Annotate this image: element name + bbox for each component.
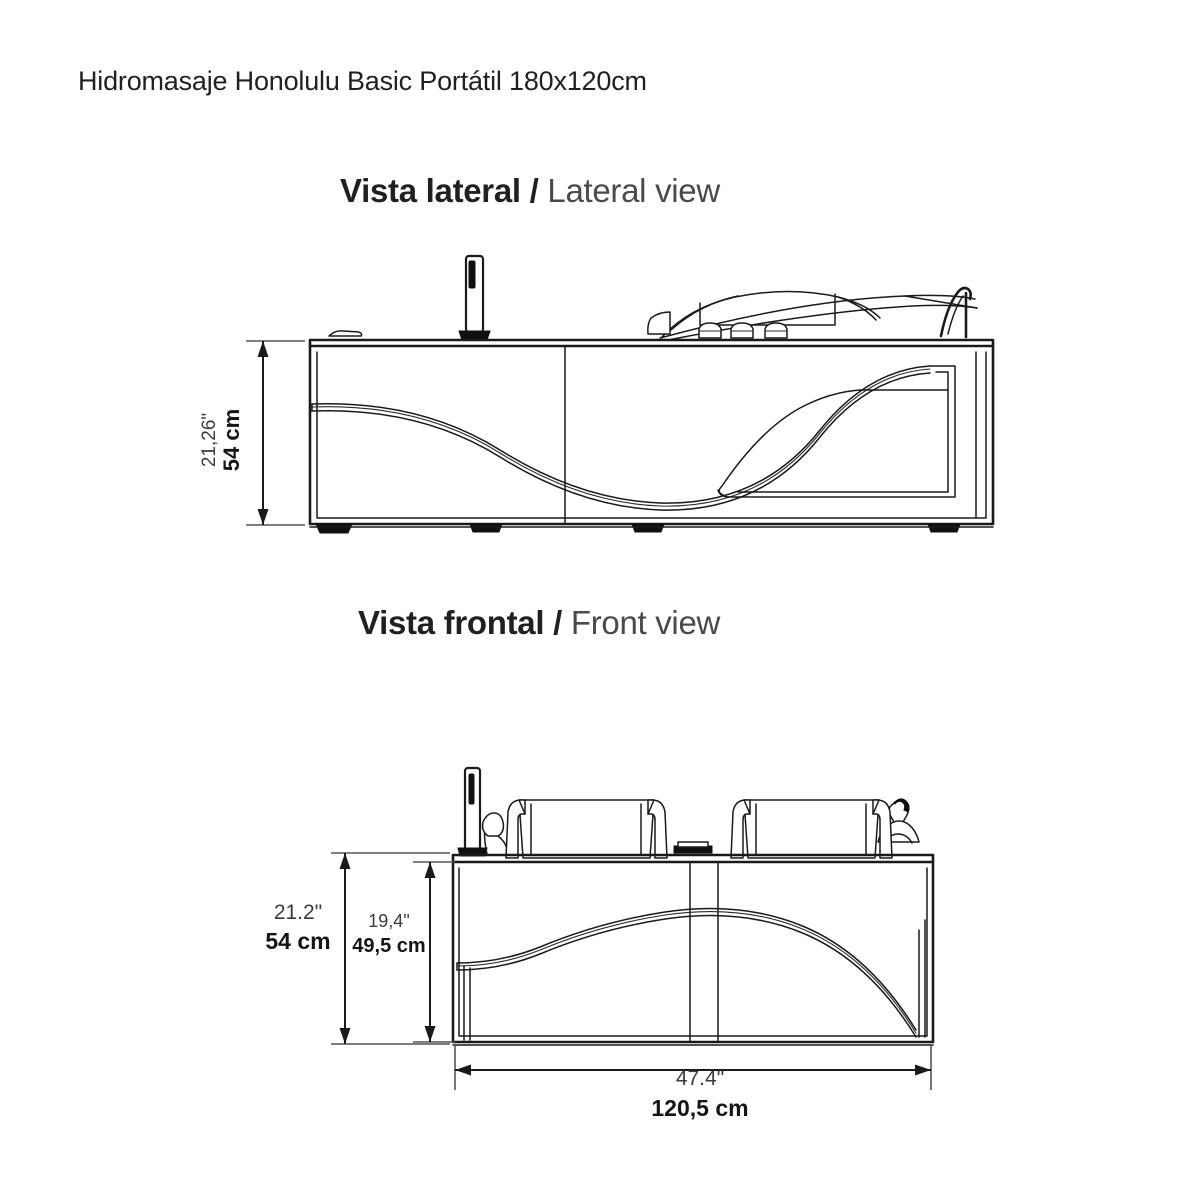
front-inner-height-cm: 49,5 cm — [352, 934, 426, 957]
front-inner-height-inch: 19,4" — [368, 911, 410, 931]
front-overall-height-inch: 21.2" — [273, 901, 323, 924]
front-overall-width-cm: 120,5 cm — [651, 1095, 749, 1122]
front-view-drawing — [331, 766, 935, 1090]
lateral-height-dimension-label: 21,26" 54 cm — [199, 380, 244, 500]
frontal-heading-en: Front view — [570, 604, 721, 641]
drain-plate-icon — [673, 841, 713, 854]
lateral-height-dimension — [246, 340, 305, 526]
lateral-view-heading: Vista lateral / Lateral view — [340, 172, 720, 210]
front-overall-width-inch: 47.4" — [675, 1067, 725, 1090]
lateral-height-inch: 21,26" — [199, 412, 220, 468]
front-overall-height-dimension — [331, 852, 450, 1045]
headrest-icon-left — [505, 799, 668, 859]
frontal-heading-separator: / — [553, 604, 562, 641]
frontal-view-heading: Vista frontal / Front view — [358, 604, 720, 642]
headrest-icon-right — [730, 799, 893, 859]
page-title: Hidromasaje Honolulu Basic Portátil 180x… — [78, 66, 647, 96]
shower-column-icon-front — [457, 766, 488, 857]
front-overall-height-cm: 54 cm — [265, 928, 331, 955]
faucet-icon-left — [481, 812, 509, 855]
lateral-heading-separator: / — [529, 172, 539, 209]
control-knob-icon — [698, 322, 788, 339]
shower-column-icon — [458, 254, 491, 341]
front-overall-width-dimension — [454, 1046, 932, 1090]
lateral-view-drawing — [246, 254, 995, 534]
support-foot-icon — [315, 523, 961, 534]
front-overall-height-label: 21.2" 54 cm — [246, 901, 350, 955]
frontal-heading-es: Vista frontal — [358, 604, 545, 641]
grab-handle-icon — [939, 286, 972, 339]
lateral-heading-en: Lateral view — [547, 172, 720, 209]
front-inner-height-label: 19,4" 49,5 cm — [340, 912, 438, 957]
front-inner-height-dimension — [413, 861, 455, 1043]
lateral-height-cm: 54 cm — [218, 408, 244, 472]
front-overall-width-label: 47.4" 120,5 cm — [600, 1067, 800, 1122]
lateral-heading-es: Vista lateral — [340, 172, 521, 209]
